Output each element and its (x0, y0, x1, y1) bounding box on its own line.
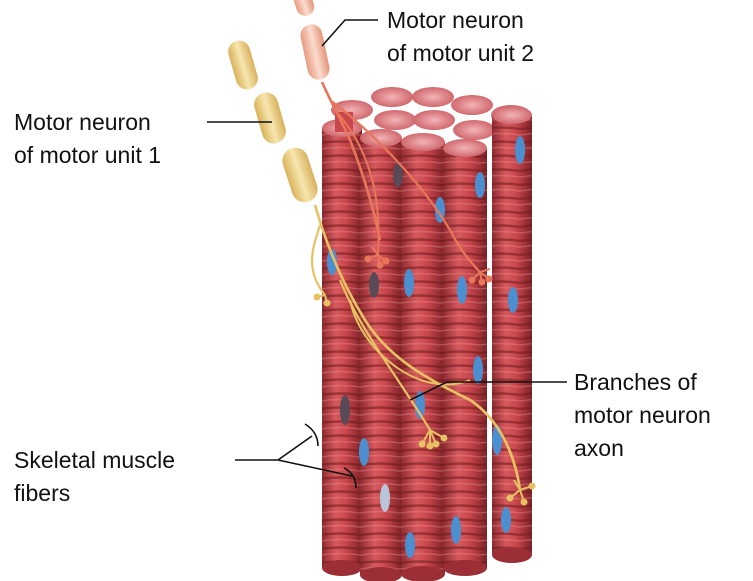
label-branches: Branches of motor neuron axon (574, 369, 711, 461)
nucleus (501, 507, 511, 533)
nucleus (492, 425, 502, 455)
fiber-top (412, 87, 454, 107)
myelin-segment (298, 22, 331, 81)
muscle-fiber (443, 139, 487, 576)
fiber-top (453, 120, 495, 140)
label-motor-unit-2: Motor neuron of motor unit 2 (387, 7, 534, 66)
label-motor-unit-2-line1: Motor neuron (387, 7, 524, 33)
nucleus (359, 438, 369, 466)
myelin-segment (226, 38, 261, 92)
leader-line-motor-unit-2 (322, 20, 378, 46)
nucleus (380, 484, 390, 512)
nucleus (473, 356, 483, 384)
nucleus (369, 272, 379, 298)
fiber-top (413, 110, 455, 130)
myelin-segment (251, 90, 288, 147)
nucleus (508, 287, 518, 313)
fiber-columns (322, 106, 532, 581)
fiber-top (371, 87, 413, 107)
label-branches-line2: motor neuron (574, 402, 711, 428)
nucleus (405, 532, 415, 558)
muscle-fiber (322, 119, 362, 576)
label-skeletal-line2: fibers (14, 480, 70, 506)
label-branches-line3: axon (574, 435, 624, 461)
myelin-segment (279, 144, 321, 205)
nucleus (340, 395, 350, 425)
nucleus (451, 516, 461, 544)
nucleus (515, 136, 525, 164)
label-skeletal: Skeletal muscle fibers (14, 447, 175, 506)
label-motor-unit-1-line2: of motor unit 1 (14, 142, 161, 168)
label-motor-unit-1: Motor neuron of motor unit 1 (14, 109, 161, 168)
label-skeletal-line1: Skeletal muscle (14, 447, 175, 473)
fiber-top (451, 95, 493, 115)
label-motor-unit-2-line2: of motor unit 2 (387, 40, 534, 66)
label-branches-line1: Branches of (574, 369, 697, 395)
label-motor-unit-1-line1: Motor neuron (14, 109, 151, 135)
muscle-fiber (492, 106, 532, 563)
nucleus (457, 276, 467, 304)
bracket-fiber-1 (305, 424, 318, 446)
nucleus (404, 269, 414, 297)
myelin-segment (291, 0, 316, 18)
fiber-top (374, 110, 416, 130)
nucleus (475, 172, 485, 198)
